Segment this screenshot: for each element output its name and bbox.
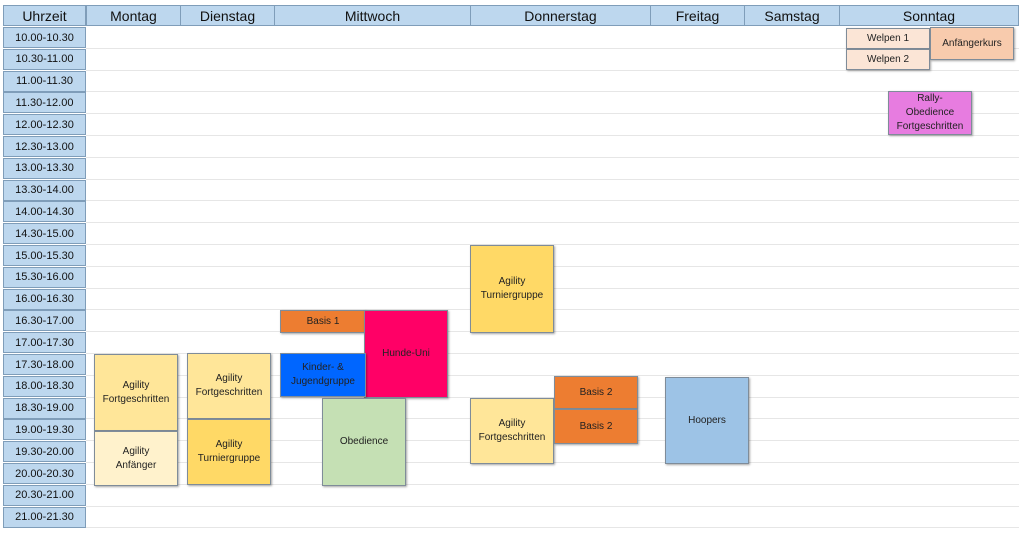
header-day-mittwoch: Mittwoch [274, 5, 471, 26]
grid-line [86, 156, 1019, 158]
time-slot: 21.00-21.30 [3, 506, 86, 528]
header-uhrzeit: Uhrzeit [3, 5, 86, 26]
event-welpen-1[interactable]: Welpen 1 [846, 28, 930, 49]
event-label: Kinder- & Jugendgruppe [291, 362, 355, 387]
grid-line [86, 483, 1019, 485]
time-slot: 16.00-16.30 [3, 288, 86, 310]
event-basis-2-b[interactable]: Basis 2 [554, 409, 638, 444]
grid-line [86, 374, 1019, 376]
time-slot: 11.00-11.30 [3, 70, 86, 92]
grid-line [86, 135, 1019, 136]
grid-line [86, 505, 1019, 507]
grid-line [86, 353, 1019, 354]
header-day-freitag: Freitag [650, 5, 745, 26]
time-slot: 15.30-16.00 [3, 266, 86, 288]
event-agility-fortgeschritten-di[interactable]: Agility Fortgeschritten [187, 353, 271, 419]
event-obedience[interactable]: Obedience [322, 398, 406, 486]
event-label: Agility Turniergruppe [197, 439, 261, 464]
time-slot: 17.30-18.00 [3, 354, 86, 375]
time-slot: 10.00-10.30 [3, 27, 86, 48]
header-day-donnerstag: Donnerstag [470, 5, 651, 26]
event-label: Welpen 2 [866, 53, 910, 65]
grid-line [86, 178, 1019, 180]
event-label: Hunde-Uni [382, 348, 430, 359]
event-agility-turniergruppe-di[interactable]: Agility Turniergruppe [187, 419, 271, 485]
time-slot: 10.30-11.00 [3, 48, 86, 70]
grid-line [86, 244, 1019, 245]
time-slot: 19.30-20.00 [3, 441, 86, 463]
event-kinder-jugendgruppe[interactable]: Kinder- & Jugendgruppe [280, 353, 366, 397]
time-slot: 11.30-12.00 [3, 92, 86, 114]
grid-line [86, 69, 1019, 71]
event-label: Agility Anfänger [115, 445, 157, 471]
event-hunde-uni[interactable]: Hunde-Uni [364, 310, 448, 398]
time-slot: 15.00-15.30 [3, 245, 86, 266]
time-slot: 18.30-19.00 [3, 397, 86, 419]
grid-line [86, 396, 1019, 398]
time-slot: 17.00-17.30 [3, 332, 86, 354]
time-slot: 18.00-18.30 [3, 375, 86, 397]
event-label: Welpen 1 [866, 32, 910, 44]
event-welpen-2[interactable]: Welpen 2 [846, 49, 930, 70]
event-label: Agility Turniergruppe [480, 276, 544, 301]
event-basis-2-a[interactable]: Basis 2 [554, 376, 638, 409]
event-agility-fortgeschritten-mo[interactable]: Agility Fortgeschritten [94, 354, 178, 431]
event-anfaengerkurs[interactable]: Anfängerkurs [930, 27, 1014, 60]
event-agility-fortgeschritten-do[interactable]: Agility Fortgeschritten [470, 398, 554, 464]
event-label: Basis 2 [579, 386, 613, 398]
time-slot: 20.30-21.00 [3, 484, 86, 506]
time-slot: 16.30-17.00 [3, 310, 86, 332]
time-slot: 14.00-14.30 [3, 201, 86, 223]
event-label: Agility Fortgeschritten [478, 418, 546, 443]
time-slot: 13.00-13.30 [3, 157, 86, 179]
event-label: Rally- Obedience Fortgeschritten [896, 93, 964, 132]
grid-line [86, 200, 1019, 202]
time-slot: 13.30-14.00 [3, 179, 86, 201]
grid-line [86, 222, 1019, 224]
event-rally-obedience[interactable]: Rally- Obedience Fortgeschritten [888, 91, 972, 135]
time-slot: 20.00-20.30 [3, 463, 86, 484]
event-label: Obedience [339, 436, 389, 447]
event-label: Anfängerkurs [942, 37, 1002, 49]
header-day-sonntag: Sonntag [839, 5, 1019, 26]
event-label: Basis 1 [306, 315, 340, 327]
header-day-samstag: Samstag [744, 5, 840, 26]
time-slot: 12.00-12.30 [3, 114, 86, 136]
event-label: Hoopers [688, 414, 726, 426]
grid-line [86, 47, 1019, 49]
event-label: Agility Fortgeschritten [195, 373, 263, 398]
grid-line [86, 113, 1019, 115]
time-slot: 12.30-13.00 [3, 136, 86, 157]
grid-line [86, 91, 1019, 93]
time-slot: 19.00-19.30 [3, 419, 86, 441]
event-basis-1[interactable]: Basis 1 [280, 310, 366, 333]
time-slot: 14.30-15.00 [3, 223, 86, 245]
event-label: Agility Fortgeschritten [102, 379, 170, 405]
event-agility-turniergruppe-do[interactable]: Agility Turniergruppe [470, 245, 554, 333]
header-day-dienstag: Dienstag [180, 5, 275, 26]
event-hoopers[interactable]: Hoopers [665, 377, 749, 464]
grid-line [86, 527, 1019, 529]
event-label: Basis 2 [579, 420, 613, 432]
header-day-montag: Montag [86, 5, 181, 26]
event-agility-anfaenger-mo[interactable]: Agility Anfänger [94, 431, 178, 486]
